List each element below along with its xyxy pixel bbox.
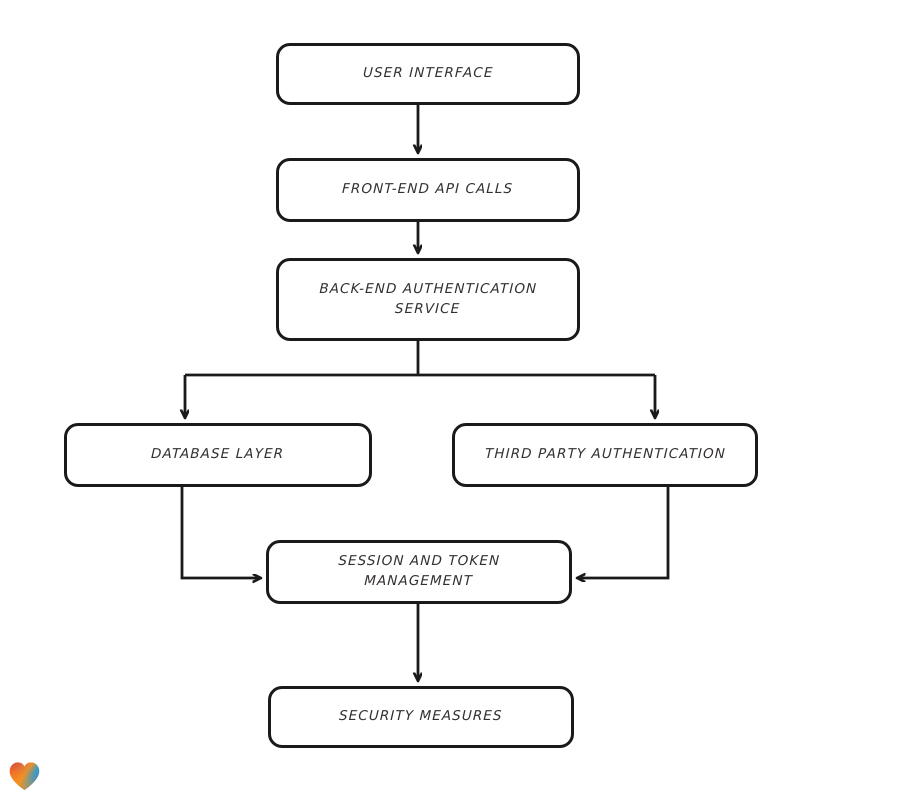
edge-db-to-session (180, 487, 260, 578)
node-backend-auth-service-label: Back-End Authentication Service (319, 280, 538, 317)
node-user-interface-label: User Interface (362, 65, 494, 82)
heart-icon (9, 762, 40, 790)
node-database-layer-label: Database Layer (151, 446, 285, 463)
node-frontend-api-calls[interactable]: Front-End API Calls (276, 158, 580, 222)
node-third-party-auth-label: Third Party Authentication (484, 446, 726, 463)
node-backend-auth-service[interactable]: Back-End Authentication Service (276, 258, 580, 341)
node-frontend-api-calls-label: Front-End API Calls (342, 181, 514, 198)
node-security-measures[interactable]: Security Measures (268, 686, 574, 748)
node-user-interface[interactable]: User Interface (276, 43, 580, 105)
node-session-token-management[interactable]: Session and Token Management (266, 540, 572, 604)
node-third-party-auth[interactable]: Third Party Authentication (452, 423, 758, 487)
node-security-measures-label: Security Measures (338, 708, 504, 725)
node-session-token-management-label: Session and Token Management (338, 553, 501, 589)
edge-thirdparty-to-session (578, 487, 670, 578)
node-database-layer[interactable]: Database Layer (64, 423, 372, 487)
